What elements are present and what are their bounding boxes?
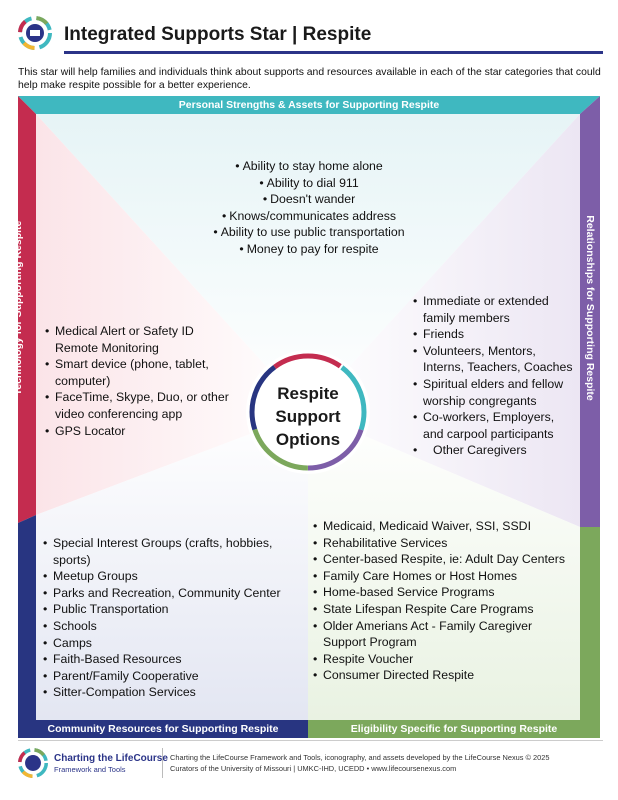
list-item: Meetup Groups xyxy=(43,568,305,585)
footer-copyright: Charting the LifeCourse Framework and To… xyxy=(170,752,600,774)
page-header: Integrated Supports Star | Respite xyxy=(18,16,603,58)
list-item: Parent/Family Cooperative xyxy=(43,668,305,685)
list-item: Co-workers, Employers, and carpool parti… xyxy=(413,409,577,442)
list-item: Sitter-Compation Services xyxy=(43,684,305,701)
personal-strengths-list: Ability to stay home alone Ability to di… xyxy=(150,158,468,258)
list-item: Special Interest Groups (crafts, hobbies… xyxy=(43,535,305,568)
list-item: Home-based Service Programs xyxy=(313,584,575,601)
intro-text: This star will help families and individ… xyxy=(18,67,601,91)
list-item: Respite Voucher xyxy=(313,651,575,668)
list-item: Rehabilitative Services xyxy=(313,535,575,552)
lifecourse-logo-icon xyxy=(18,16,52,50)
left-section-label: Technology for Supporting Respite xyxy=(12,220,24,396)
list-item: FaceTime, Skype, Duo, or other video con… xyxy=(45,389,240,422)
bottom-right-section-label: Eligibility Specific for Supporting Resp… xyxy=(350,723,558,735)
right-section-label: Relationships for Supporting Respite xyxy=(584,215,596,401)
list-item: Center-based Respite, ie: Adult Day Cent… xyxy=(313,551,575,568)
footer-logo-icon xyxy=(18,748,48,778)
list-item: Spiritual elders and fellow worship cong… xyxy=(413,376,577,409)
list-item: Money to pay for respite xyxy=(150,241,468,258)
footer-brand: Charting the LifeCourse xyxy=(54,753,168,764)
list-item: Smart device (phone, tablet, computer) xyxy=(45,356,240,389)
relationships-list: Immediate or extended family members Fri… xyxy=(413,293,577,459)
list-item: Schools xyxy=(43,618,305,635)
list-item: Medical Alert or Safety ID Remote Monito… xyxy=(45,323,240,356)
list-item: State Lifespan Respite Care Programs xyxy=(313,601,575,618)
list-item: GPS Locator xyxy=(45,423,240,440)
title-divider xyxy=(64,51,603,54)
list-item: Camps xyxy=(43,635,305,652)
bottom-left-section-label: Community Resources for Supporting Respi… xyxy=(47,723,279,735)
list-item: Ability to dial 911 xyxy=(150,175,468,192)
top-banner xyxy=(18,96,600,114)
list-item: Public Transportation xyxy=(43,601,305,618)
right-bar xyxy=(580,96,600,527)
center-title-line: Options xyxy=(275,430,341,449)
page-title: Integrated Supports Star | Respite xyxy=(64,24,372,45)
footer-separator xyxy=(162,748,163,778)
footer-line: Charting the LifeCourse Framework and To… xyxy=(170,753,550,762)
list-item: Friends xyxy=(413,326,577,343)
top-section-label: Personal Strengths & Assets for Supporti… xyxy=(178,99,440,111)
list-item: Other Caregivers xyxy=(413,442,577,459)
list-item: Consumer Directed Respite xyxy=(313,667,575,684)
list-item: Ability to stay home alone xyxy=(150,158,468,175)
list-item: Older Amerians Act - Family Caregiver Su… xyxy=(313,618,575,651)
community-resources-list: Special Interest Groups (crafts, hobbies… xyxy=(43,535,305,701)
center-title-line: Support xyxy=(275,407,341,426)
center-title: Respite Support Options xyxy=(258,382,358,451)
list-item: Volunteers, Mentors, Interns, Teachers, … xyxy=(413,343,577,376)
footer-brand-sub: Framework and Tools xyxy=(54,765,126,774)
list-item: Parks and Recreation, Community Center xyxy=(43,585,305,602)
footer-line: Curators of the University of Missouri |… xyxy=(170,764,457,773)
list-item: Immediate or extended family members xyxy=(413,293,577,326)
list-item: Faith-Based Resources xyxy=(43,651,305,668)
left-bar xyxy=(18,96,36,523)
list-item: Family Care Homes or Host Homes xyxy=(313,568,575,585)
eligibility-list: Medicaid, Medicaid Waiver, SSI, SSDI Reh… xyxy=(313,518,575,684)
footer-divider xyxy=(18,740,603,741)
list-item: Ability to use public transportation xyxy=(150,224,468,241)
list-item: Knows/communicates address xyxy=(150,208,468,225)
list-item: Medicaid, Medicaid Waiver, SSI, SSDI xyxy=(313,518,575,535)
technology-list: Medical Alert or Safety ID Remote Monito… xyxy=(45,323,240,439)
center-title-line: Respite xyxy=(277,384,339,403)
list-item: Doesn't wander xyxy=(150,191,468,208)
